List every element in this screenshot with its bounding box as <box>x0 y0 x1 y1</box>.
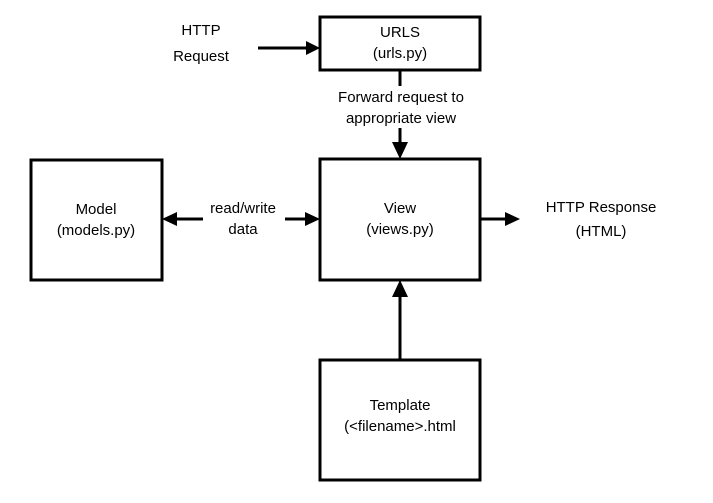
node-template-line2: (<filename>.html <box>344 418 456 435</box>
label-forward-request-line2: appropriate view <box>346 110 456 127</box>
edge-template-to-view <box>392 280 408 360</box>
edge-http-request-to-urls <box>258 41 320 55</box>
node-model-line1: Model <box>76 201 117 218</box>
label-forward-request-line1: Forward request to <box>338 89 464 106</box>
node-model-line2: (models.py) <box>57 222 135 239</box>
label-http-response: HTTP Response (HTML) <box>546 199 657 240</box>
label-read-write-line2: data <box>228 221 258 238</box>
node-urls-line1: URLS <box>380 24 420 41</box>
edge-view-to-model <box>162 212 206 226</box>
label-http-response-line2: (HTML) <box>576 223 627 240</box>
node-model[interactable]: Model (models.py) <box>29 158 164 282</box>
node-view[interactable]: View (views.py) <box>318 157 482 282</box>
label-forward-request: Forward request to appropriate view <box>318 86 484 128</box>
edge-model-to-view <box>281 212 320 226</box>
edge-view-to-http-response <box>480 212 520 226</box>
label-http-response-line1: HTTP Response <box>546 199 657 216</box>
label-http-request: HTTP Request <box>173 22 230 65</box>
label-read-write-data: read/write data <box>203 200 285 240</box>
label-http-request-line1: HTTP <box>181 22 220 39</box>
label-http-request-line2: Request <box>173 48 230 65</box>
node-template[interactable]: Template (<filename>.html <box>318 358 482 482</box>
node-urls[interactable]: URLS (urls.py) <box>318 15 482 72</box>
label-read-write-line1: read/write <box>210 200 276 217</box>
node-template-line1: Template <box>370 397 431 414</box>
node-view-line1: View <box>384 200 416 217</box>
node-view-line2: (views.py) <box>366 221 434 238</box>
node-urls-line2: (urls.py) <box>373 45 427 62</box>
